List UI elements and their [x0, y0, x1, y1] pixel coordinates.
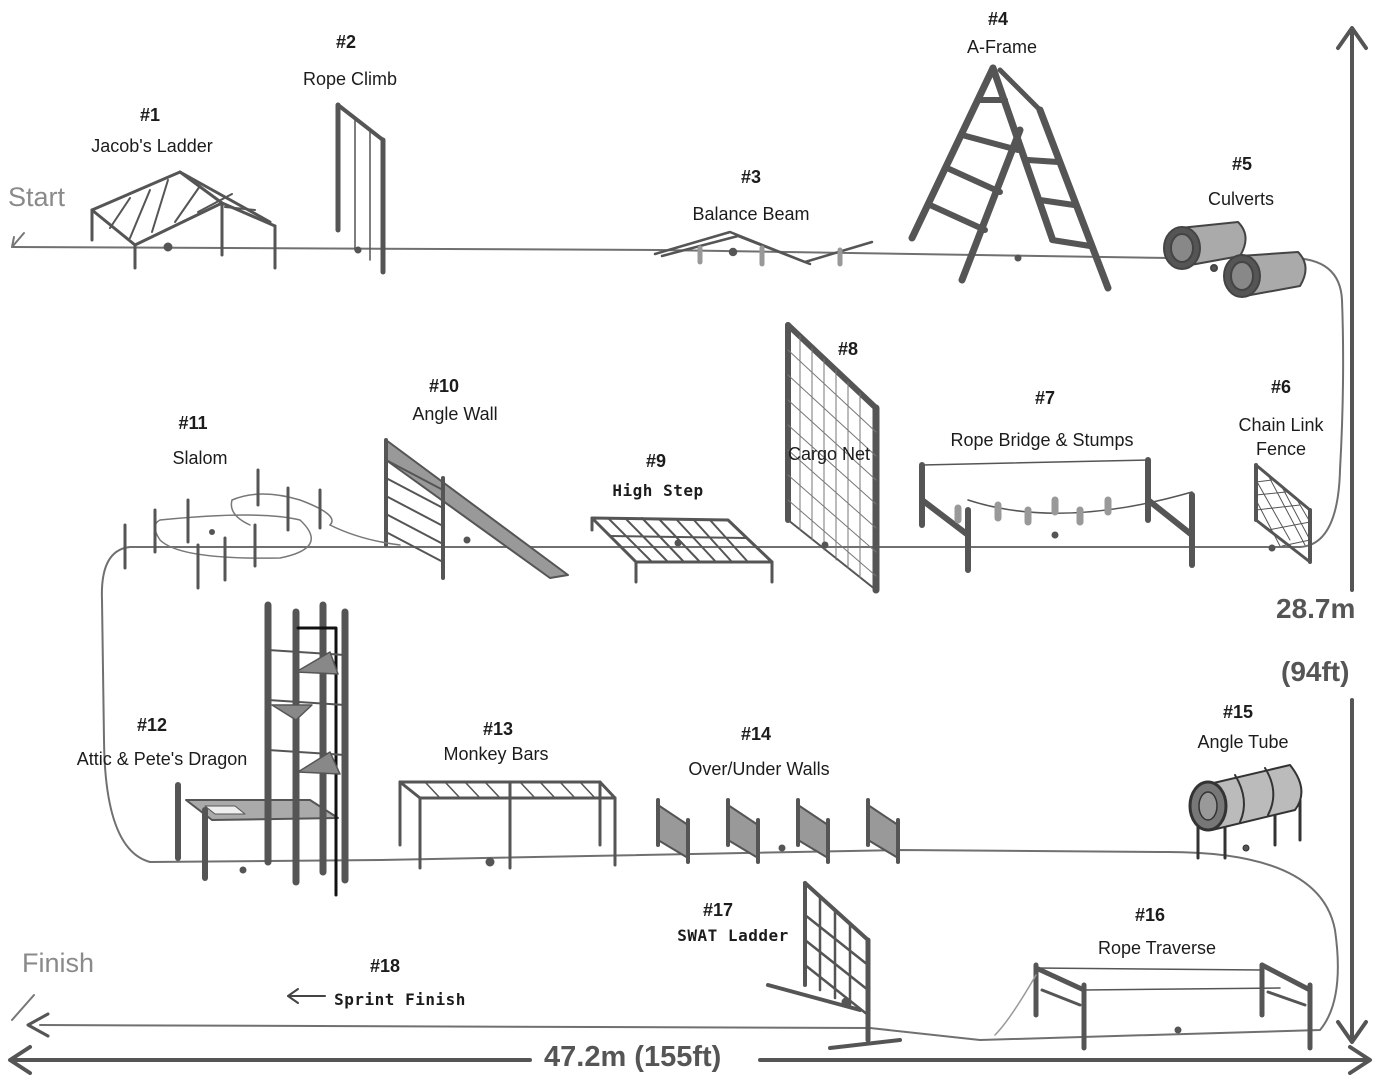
obstacle-9-name: High Step	[612, 483, 703, 499]
height-dimension-meters: 28.7m	[1276, 595, 1355, 623]
width-dimension-label: 47.2m (155ft)	[544, 1043, 721, 1072]
obstacle-3-number: #3	[741, 168, 761, 186]
obstacle-10-number: #10	[429, 377, 459, 395]
start-label: Start	[8, 184, 65, 211]
obstacle-17-name: SWAT Ladder	[677, 928, 788, 944]
obstacle-5-number: #5	[1232, 155, 1252, 173]
monkey-bars-drawing	[400, 782, 615, 868]
obstacle-11-name: Slalom	[172, 449, 227, 467]
obstacle-14-number: #14	[741, 725, 771, 743]
obstacle-7-name: Rope Bridge & Stumps	[950, 431, 1133, 449]
obstacle-16-name: Rope Traverse	[1098, 939, 1216, 957]
jacobs-ladder-drawing	[92, 172, 275, 268]
finish-marker	[12, 995, 34, 1020]
obstacle-12-number: #12	[137, 716, 167, 734]
obstacle-14-name: Over/Under Walls	[688, 760, 829, 778]
balance-beam-drawing	[655, 232, 872, 264]
obstacle-5-name: Culverts	[1208, 190, 1274, 208]
angle-wall-drawing	[386, 440, 568, 578]
rope-bridge-drawing	[922, 460, 1192, 570]
obstacle-6-name: Chain Link	[1238, 416, 1323, 434]
obstacle-2-name: Rope Climb	[303, 70, 397, 88]
height-dimension-arrow	[1338, 28, 1366, 1042]
obstacle-9-number: #9	[646, 452, 666, 470]
obstacle-13-name: Monkey Bars	[443, 745, 548, 763]
start-marker	[12, 233, 24, 247]
angle-tube-drawing	[1190, 765, 1301, 858]
obstacle-13-number: #13	[483, 720, 513, 738]
height-dimension-feet: (94ft)	[1281, 658, 1349, 686]
culverts-drawing	[1164, 222, 1306, 297]
obstacle-3-name: Balance Beam	[692, 205, 809, 223]
obstacle-6-name-line2: Fence	[1256, 440, 1306, 458]
obstacle-11-number: #11	[178, 414, 207, 432]
swat-ladder-drawing	[768, 883, 900, 1048]
high-step-drawing	[592, 518, 772, 582]
obstacle-15-name: Angle Tube	[1197, 733, 1288, 751]
obstacle-4-number: #4	[988, 10, 1008, 28]
obstacle-7-number: #7	[1035, 389, 1055, 407]
obstacle-8-number: #8	[838, 340, 858, 358]
obstacle-6-number: #6	[1271, 378, 1291, 396]
finish-label: Finish	[22, 950, 94, 977]
obstacle-1-number: #1	[140, 106, 160, 124]
obstacle-1-name: Jacob's Ladder	[91, 137, 213, 155]
obstacle-8-name: Cargo Net	[788, 445, 870, 463]
slalom-drawing	[125, 470, 400, 588]
obstacle-17-number: #17	[703, 901, 733, 919]
obstacle-15-number: #15	[1223, 703, 1253, 721]
obstacle-2-number: #2	[336, 33, 356, 51]
sprint-finish-arrow	[288, 989, 325, 1003]
obstacle-12-name: Attic & Pete's Dragon	[77, 750, 248, 768]
obstacle-4-name: A-Frame	[967, 38, 1037, 56]
obstacle-18-number: #18	[370, 957, 400, 975]
obstacle-16-number: #16	[1135, 906, 1165, 924]
rope-climb-drawing	[338, 105, 383, 272]
obstacle-10-name: Angle Wall	[412, 405, 497, 423]
obstacle-18-name: Sprint Finish	[334, 992, 466, 1008]
